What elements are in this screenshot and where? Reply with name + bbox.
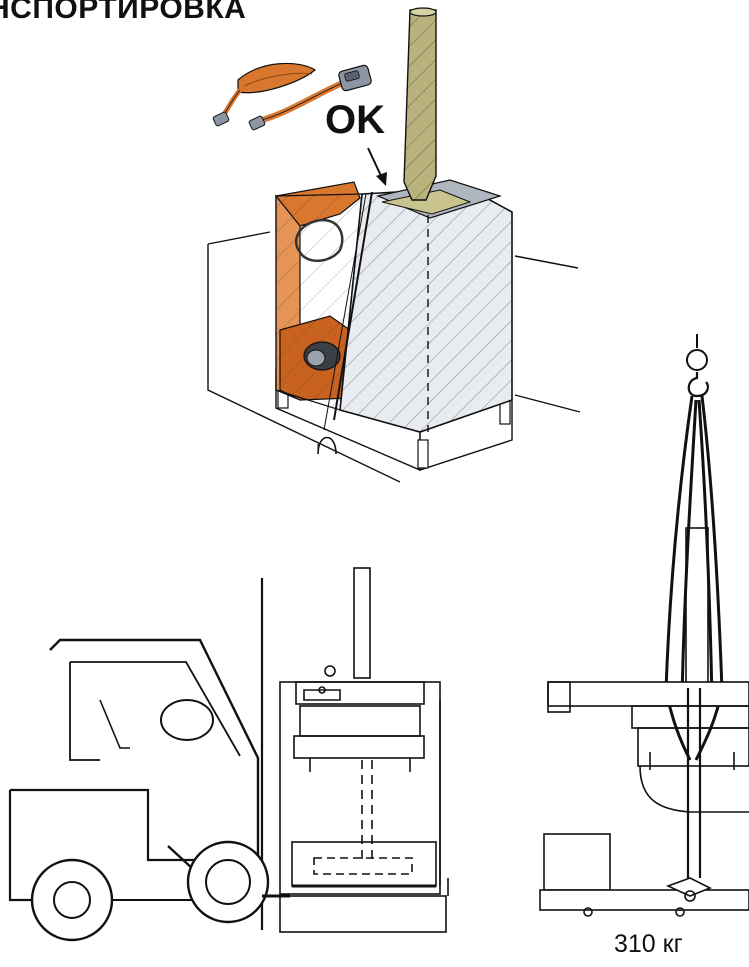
forklift-icon: [10, 640, 290, 940]
crane-hook-icon: [687, 334, 708, 396]
machine-weight-label: 310 кг: [614, 932, 683, 957]
ok-approval-label: OK: [325, 100, 385, 140]
shrink-wrapped-baler-on-pallet: [276, 8, 512, 470]
ok-pointer-arrow: [368, 148, 387, 186]
crane-lift-illustration: [540, 334, 749, 916]
baler-on-forks: [280, 568, 448, 932]
forklift-transport-illustration: [10, 568, 448, 940]
